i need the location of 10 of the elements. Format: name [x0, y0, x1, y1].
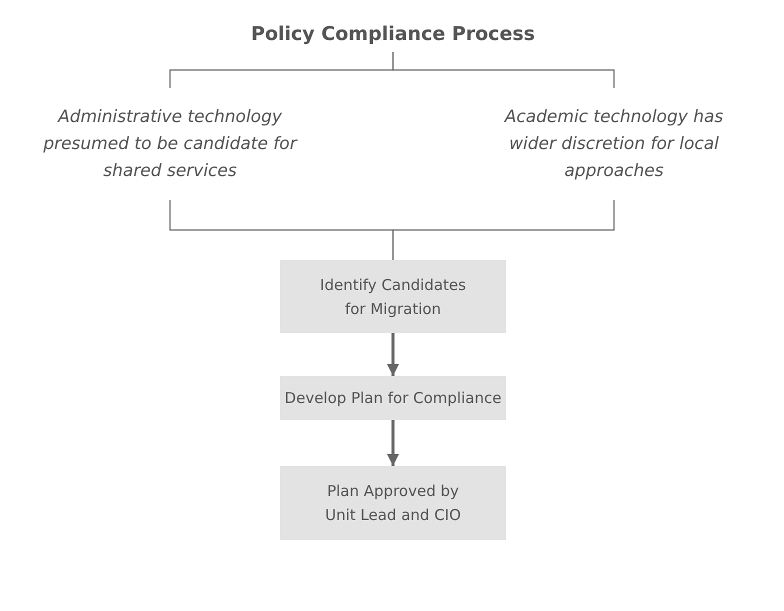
arrow [387, 420, 399, 466]
connector-line [392, 52, 615, 88]
process-box: Plan Approved by Unit Lead and CIO [280, 466, 506, 540]
note-text: Administrative technology presumed to be candidate for shared services [42, 106, 298, 182]
process-box: Develop Plan for Compliance [280, 376, 506, 420]
note-text: Academic technology has wider discretion for local approaches [503, 106, 724, 182]
connector-line [392, 200, 615, 260]
arrow [387, 333, 399, 376]
process-box: Identify Candidates for Migration [280, 260, 506, 333]
title-text: Policy Compliance Process [251, 23, 535, 45]
